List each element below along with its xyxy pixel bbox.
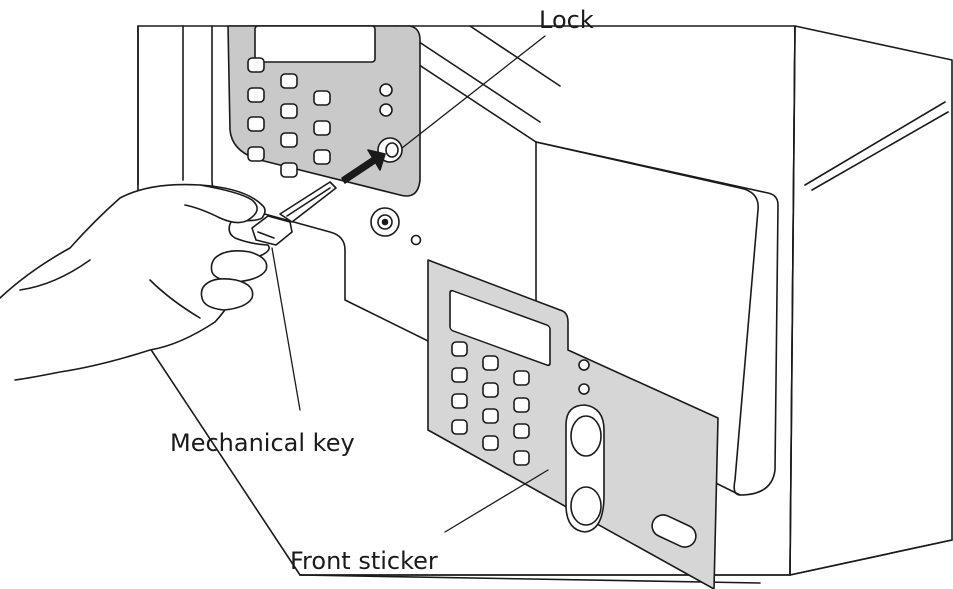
sticker-indicator (578, 383, 590, 395)
key-head (251, 215, 293, 246)
safe-right-corner-edge (789, 25, 796, 576)
sticker-button (482, 355, 499, 371)
leader-mechanical-key (271, 247, 301, 411)
sticker-keypad-buttons (451, 341, 530, 466)
knob-center (381, 218, 389, 226)
sticker-display (449, 289, 551, 367)
keypad-button (280, 73, 298, 89)
front-sticker-label: Front sticker (290, 547, 438, 575)
sticker-button (513, 423, 530, 439)
leader-lock (401, 35, 546, 149)
keypad-indicator-light (379, 103, 393, 117)
keypad-display (254, 25, 376, 63)
key-blade-edge (286, 187, 331, 217)
hand-outline (0, 183, 270, 381)
reset-hole (410, 234, 422, 246)
keypad-button (280, 132, 298, 148)
sticker-knob-hole-lower (570, 486, 602, 526)
hand-crease-2 (19, 259, 91, 291)
safe-side-bottom-edge (789, 539, 953, 576)
safe-base-shadow (299, 574, 761, 584)
hand-crease (149, 279, 201, 319)
leader-front-sticker (444, 469, 549, 533)
insert-direction-arrow (341, 149, 386, 184)
callout-leaders (271, 35, 549, 533)
sticker-button (513, 450, 530, 466)
hand (0, 183, 270, 381)
finger-index (210, 250, 268, 283)
sticker-knob-hole (570, 415, 602, 457)
front-sticker (427, 259, 719, 589)
sticker-button (451, 341, 468, 357)
keypad-button (280, 162, 298, 178)
keypad-button (247, 146, 265, 162)
keypad-button (313, 149, 331, 165)
sticker-button (451, 419, 468, 435)
keypad-button (247, 57, 265, 73)
keypad-button (247, 87, 265, 103)
door-top-line-3 (469, 25, 561, 87)
sticker-button (513, 370, 530, 386)
keypad-button (313, 120, 331, 136)
sticker-button (482, 435, 499, 451)
door-inner-edge (535, 141, 759, 496)
sticker-button (482, 382, 499, 398)
mechanical-key-label: Mechanical key (170, 429, 355, 457)
thumb (184, 184, 258, 224)
keypad-button (280, 103, 298, 119)
safe-side-highlight (804, 101, 946, 186)
knob-inner (377, 214, 393, 230)
safe-side-highlight-2 (811, 111, 949, 191)
key-head-grip (257, 231, 275, 239)
keypad-indicator-light (379, 83, 393, 97)
sticker-indicator (578, 359, 590, 371)
lock-keyhole (385, 142, 399, 158)
keypad-button (313, 90, 331, 106)
finger-middle (200, 278, 254, 311)
safe-side-face (789, 25, 953, 576)
sticker-button (482, 408, 499, 424)
sticker-button (451, 393, 468, 409)
lock-label: Lock (539, 6, 594, 34)
mechanical-key (251, 181, 337, 246)
arrow-head (367, 149, 386, 171)
keypad-buttons (247, 57, 331, 178)
keypad-button (247, 116, 265, 132)
sticker-slot (651, 514, 697, 548)
sticker-button (513, 397, 530, 413)
sticker-button (451, 367, 468, 383)
door-knob (370, 207, 422, 246)
